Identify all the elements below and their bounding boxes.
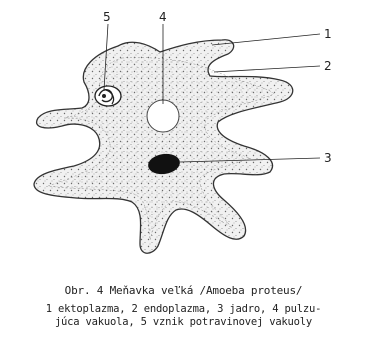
amoeba-diagram: 1 2 3 4 5	[0, 0, 367, 275]
label-2: 2	[324, 59, 332, 73]
caption-line-2: júca vakuola, 5 vznik potravinovej vakuo…	[0, 316, 367, 329]
contractile-vacuole	[147, 100, 179, 132]
label-3: 3	[324, 151, 332, 165]
label-1: 1	[324, 27, 332, 41]
label-4: 4	[159, 10, 167, 24]
food-vacuole	[95, 86, 121, 106]
caption-title: Obr. 4 Meňavka veľká /Amoeba proteus/	[0, 284, 367, 297]
label-5: 5	[103, 10, 111, 24]
caption-line-1: 1 ektoplazma, 2 endoplazma, 3 jadro, 4 p…	[0, 303, 367, 316]
